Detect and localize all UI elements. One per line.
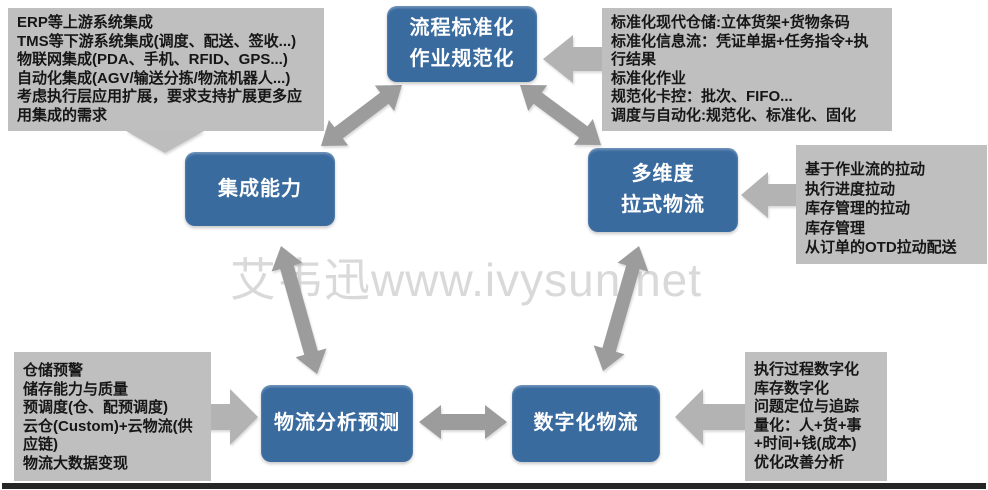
note-standardization: 标准化现代仓储:立体货架+货物条码标准化信息流：凭证单据+任务指令+执行结果标准…: [602, 8, 892, 131]
note-line: 库存管理的拉动: [805, 200, 911, 217]
note-line: 考虑执行层应用扩展，要求支持扩展更多应用集成的需求: [17, 88, 303, 124]
note-line: 从订单的OTD拉动配送: [805, 239, 957, 256]
note-line: 物联网集成(PDA、手机、RFID、GPS...): [17, 51, 288, 68]
node-pull-line1: 多维度: [631, 163, 695, 185]
node-integration-capability: 集成能力: [185, 152, 335, 226]
note-pull: 基于作业流的拉动执行进度拉动库存管理的拉动库存管理从订单的OTD拉动配送: [796, 145, 987, 264]
node-pull-line2: 拉式物流: [621, 194, 705, 216]
note-digital: 执行过程数字化库存数字化问题定位与追踪量化：人+货+事+时间+钱(成本)优化改善…: [745, 352, 887, 481]
note-line: 量化：人+货+事+时间+钱(成本): [754, 416, 862, 453]
node-multidim-pull-logistics: 多维度 拉式物流: [588, 148, 738, 232]
node-process-line1: 流程标准化: [409, 17, 515, 39]
note-line: ERP等上游系统集成: [17, 14, 153, 31]
note-line: 仓储预警: [23, 362, 84, 379]
note-line: 库存数字化: [754, 379, 830, 397]
arrow-process-pull: [520, 85, 601, 145]
note-line: 规范化卡控：批次、FIFO...: [611, 88, 793, 105]
arrow-left-from-pull-note: [741, 172, 797, 218]
arrow-pull-digital: [593, 246, 649, 371]
arrow-left-from-digital-note: [675, 389, 745, 445]
node-process-standardization: 流程标准化 作业规范化: [387, 6, 537, 82]
node-digital-logistics: 数字化物流: [512, 385, 660, 462]
note-line: 预调度(仓、配预调度): [23, 399, 168, 416]
arrow-analysis-digital: [419, 405, 507, 439]
arrow-integration-process: [321, 85, 402, 146]
note-line: 库存管理: [805, 219, 866, 237]
note-line: TMS等下游系统集成(调度、配送、签收...): [17, 32, 297, 50]
node-logistics-analysis-forecast: 物流分析预测: [261, 385, 413, 462]
note-line: 物流大数据变现: [23, 454, 129, 472]
node-analysis-label: 物流分析预测: [274, 412, 400, 434]
arrow-left-from-standardization-note: [543, 35, 608, 83]
note-line: 标准化信息流：凭证单据+任务指令+执行结果: [611, 32, 869, 69]
note-line: 问题定位与追踪: [754, 398, 860, 415]
note-line: 标准化现代仓储:立体货架+货物条码: [611, 14, 850, 31]
arrow-right-from-analysis-note: [205, 389, 258, 445]
note-line: 调度与自动化:规范化、标准化、固化: [611, 106, 856, 124]
note-line: 基于作业流的拉动: [805, 161, 926, 178]
note-line: 储存能力与质量: [23, 380, 129, 398]
node-digital-label: 数字化物流: [533, 412, 639, 434]
note-analysis: 仓储预警储存能力与质量预调度(仓、配预调度)云仓(Custom)+云物流(供应链…: [14, 352, 211, 481]
note-line: 优化改善分析: [754, 453, 845, 471]
note-line: 执行进度拉动: [805, 180, 896, 198]
note-line: 标准化作业: [611, 69, 687, 87]
arrow-integration-analysis: [271, 246, 327, 374]
bottom-border-bar: [2, 483, 986, 489]
arrow-down-from-integration-note: [126, 116, 204, 153]
node-process-line2: 作业规范化: [409, 48, 515, 70]
note-line: 执行过程数字化: [754, 361, 860, 378]
node-integration-label: 集成能力: [218, 177, 302, 200]
note-line: 云仓(Custom)+云物流(供应链): [23, 417, 193, 454]
note-line: 自动化集成(AGV/输送分拣/物流机器人...): [17, 69, 291, 87]
